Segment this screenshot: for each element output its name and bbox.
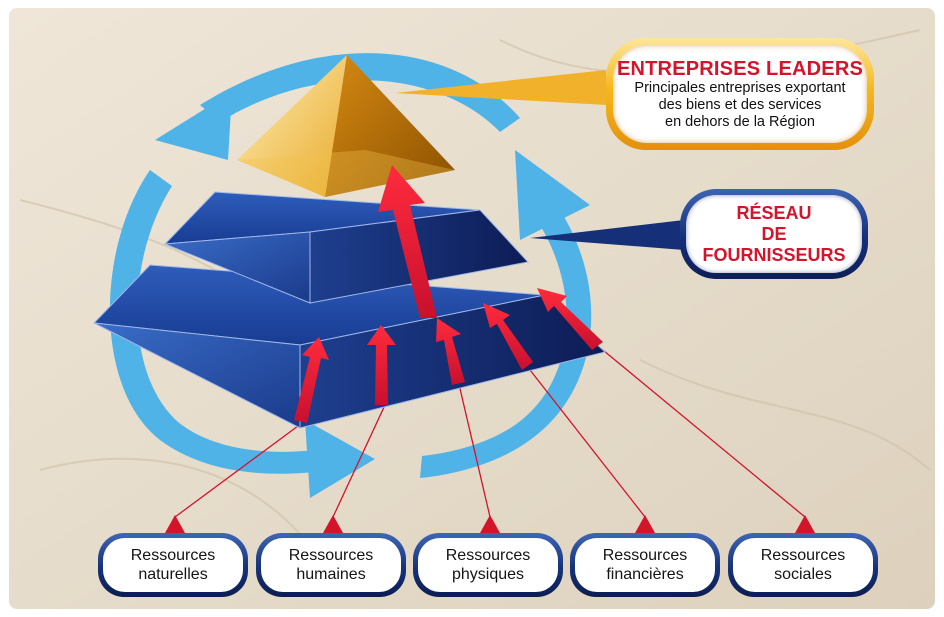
connector-line [174, 425, 299, 518]
resource-arrows [294, 165, 603, 423]
connector-lines [174, 345, 806, 518]
triangle-marker-icon [480, 515, 500, 533]
resource-box-sociales: Ressources sociales [728, 533, 878, 597]
leaders-pointer [395, 70, 606, 105]
triangle-marker-icon [165, 515, 185, 533]
cycle-arrow-top-band [200, 53, 520, 132]
leaders-description-line: Principales entreprises exportant [634, 79, 846, 96]
cycle-arrow-right-head-icon [515, 150, 590, 240]
resource-label: financières [606, 566, 684, 583]
connector-line [529, 369, 646, 518]
resource-markers [165, 515, 815, 533]
resource-label: sociales [774, 566, 832, 583]
cycle-arrow-bottom-head-icon [305, 420, 375, 498]
reseau-title-line: FOURNISSEURS [702, 244, 846, 265]
cycle-arrow-right-band [420, 210, 592, 478]
connector-line [457, 379, 491, 518]
arrow-icon [367, 325, 396, 405]
arrow-icon [436, 318, 465, 385]
resource-box-humaines: Ressources humaines [256, 533, 406, 597]
leaders-description-line: des biens et des services [658, 96, 822, 113]
connector-line [332, 404, 386, 518]
pyramid-apex [237, 55, 455, 197]
reseau-title-line: DE [761, 223, 787, 244]
leaders-callout: ENTREPRISES LEADERS Principales entrepri… [606, 38, 874, 150]
connector-line [597, 345, 806, 518]
resource-label: Ressources [130, 547, 216, 564]
resource-box-physiques: Ressources physiques [413, 533, 563, 597]
resource-label: Ressources [602, 547, 688, 564]
cycle-arrows [109, 53, 592, 498]
resource-box-naturelles: Ressources naturelles [98, 533, 248, 597]
arrow-icon [483, 303, 533, 370]
reseau-callout: RÉSEAU DE FOURNISSEURS [680, 189, 868, 279]
resource-label: humaines [296, 566, 366, 583]
reseau-title-line: RÉSEAU [736, 202, 812, 223]
resource-label: Ressources [760, 547, 846, 564]
triangle-marker-icon [635, 515, 655, 533]
arrow-icon [537, 288, 603, 350]
leaders-description-line: en dehors de la Région [665, 113, 815, 130]
resource-label: naturelles [138, 566, 208, 583]
leaders-title: ENTREPRISES LEADERS [616, 57, 864, 80]
resource-box-financieres: Ressources financières [570, 533, 720, 597]
triangle-marker-icon [795, 515, 815, 533]
cycle-arrow-top-head-icon [155, 92, 232, 160]
resource-label: Ressources [288, 547, 374, 564]
resource-label: Ressources [445, 547, 531, 564]
resource-label: physiques [451, 566, 525, 583]
triangle-marker-icon [323, 515, 343, 533]
reseau-pointer [530, 220, 684, 250]
main-up-arrow-icon [378, 165, 437, 318]
arrow-icon [294, 337, 329, 423]
